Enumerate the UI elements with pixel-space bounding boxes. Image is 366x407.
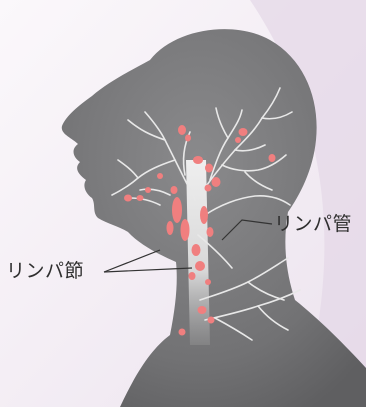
- lymph-vessel-label: リンパ管: [274, 215, 352, 234]
- lymph-node-label: リンパ節: [6, 262, 84, 281]
